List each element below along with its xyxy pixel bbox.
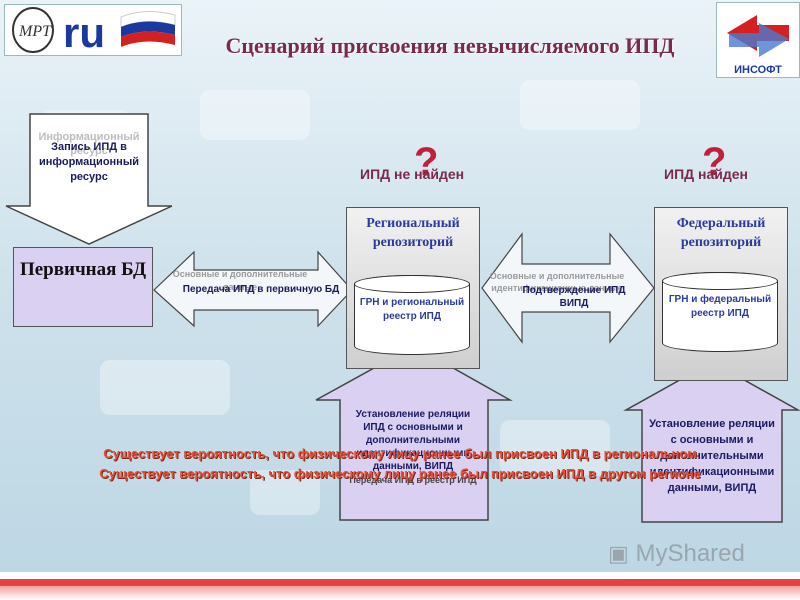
insoft-logo-text: ИНСОФТ (734, 64, 782, 76)
confirm-ipd-label: Подтверждение ИПД ВИПД (522, 285, 626, 309)
federal-registry-cylinder: ГРН и федеральный реестр ИПД (662, 272, 778, 352)
federal-relation-text: Установление реляции с основными и допол… (649, 418, 775, 494)
write-down-arrow (5, 113, 173, 245)
myshared-text: MyShared (635, 540, 745, 567)
federal-question-mark: ? (702, 140, 727, 184)
regional-relation-text: Установление реляции ИПД с основными и д… (355, 409, 471, 472)
logo-ru-text: ru (63, 9, 105, 55)
warning-line-1: Существует вероятность, что физическому … (103, 446, 697, 461)
regional-status: ИПД не найден (360, 166, 465, 182)
myshared-watermark: ▣ MyShared (608, 540, 745, 568)
primary-db-box: Первичная БД (13, 247, 153, 327)
primary-arrow-top-text: Основные и дополнительные данные (172, 269, 308, 292)
primary-db-label: Первичная БД (19, 259, 147, 280)
regional-repository-title: Региональный репозиторий (366, 216, 460, 250)
warning-line-2: Существует вероятность, что физическому … (99, 466, 701, 481)
federal-up-arrow (623, 361, 800, 523)
regional-registry-cylinder: ГРН и региональный реестр ИПД (354, 275, 470, 355)
regional-transfer-text: Передача ИПД в реестр ИПД (349, 475, 477, 485)
insoft-logo-graphic: ИНСОФТ (727, 15, 789, 76)
transfer-to-primary-label: Передача ИПД в первичную БД (182, 284, 340, 295)
federal-repository-title: Федеральный репозиторий (676, 216, 766, 250)
federal-status: ИПД найден (664, 166, 748, 182)
regional-registry-label: ГРН и региональный реестр ИПД (359, 297, 465, 322)
regional-question-mark: ? (414, 140, 439, 184)
presentation-icon: ▣ (608, 541, 629, 566)
middle-arrow-top-text: Основные и дополнительные идентификацион… (489, 271, 625, 293)
federal-registry-label: ГРН и федеральный реестр ИПД (668, 294, 772, 319)
insoft-logo: ИНСОФТ (716, 2, 800, 78)
footer-stripe (0, 572, 800, 600)
regional-up-arrow (315, 345, 513, 521)
mpt-ru-logo-graphic: MPT ru (12, 7, 176, 56)
svg-text:MPT: MPT (18, 23, 52, 40)
write-ipd-label: Запись ИПД в информационный ресурс (39, 141, 139, 183)
page-title: Сценарий присвоения невычисляемого ИПД (225, 33, 675, 58)
info-resource-ghost-label: Информационный ресурс (38, 131, 140, 157)
mpt-ru-logo: MPT ru (4, 4, 182, 56)
